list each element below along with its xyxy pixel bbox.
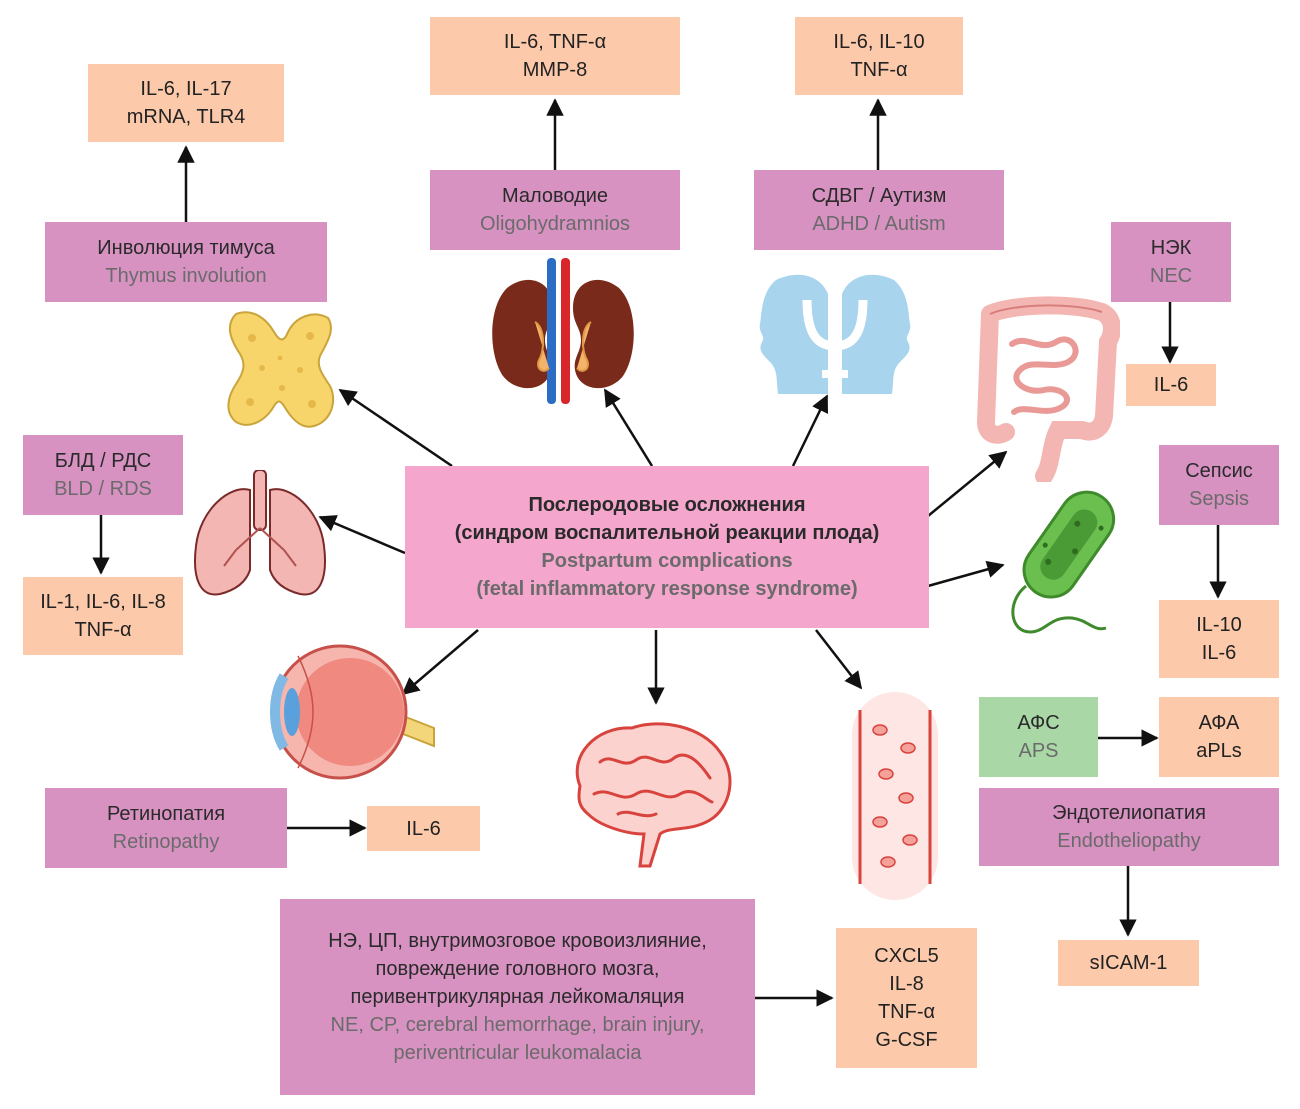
- brain-illustration: [575, 722, 732, 868]
- nec-box: НЭК NEC: [1111, 222, 1231, 302]
- sepsis-markers-box: IL-10 IL-6: [1159, 600, 1279, 678]
- center-ru-line1: Послеродовые осложнения: [528, 494, 806, 516]
- brain-marker-2: IL-8: [889, 973, 924, 995]
- arrow-center-intestine: [927, 450, 1008, 517]
- arrow-center-vessel: [815, 629, 863, 690]
- endo-box: Эндотелиопатия Endotheliopathy: [979, 788, 1279, 866]
- sepsis-ru: Сепсис: [1185, 460, 1253, 482]
- aps-box: АФС APS: [979, 697, 1098, 777]
- nec-en: NEC: [1149, 265, 1193, 287]
- bld-marker-2: TNF-α: [74, 619, 132, 641]
- oligo-markers-box: IL-6, TNF-α MMP-8: [430, 17, 680, 95]
- retino-ru: Ретинопатия: [106, 803, 226, 825]
- thymus-illustration: [227, 311, 335, 428]
- arrow-center-eye: [401, 629, 479, 696]
- center-en-line1: Postpartum complications: [541, 550, 793, 572]
- sepsis-marker-2: IL-6: [1201, 642, 1237, 664]
- brain-ru-line1: НЭ, ЦП, внутримозговое кровоизлияние,: [328, 930, 707, 952]
- bld-box: БЛД / РДС BLD / RDS: [23, 435, 183, 515]
- endo-markers-box: sICAM-1: [1058, 940, 1199, 986]
- adhd-box: СДВГ / Аутизм ADHD / Autism: [754, 170, 1004, 250]
- retino-en: Retinopathy: [112, 831, 220, 853]
- brain-marker-3: TNF-α: [877, 1001, 936, 1023]
- eye-illustration: [270, 644, 435, 780]
- thymus-marker-2: mRNA, TLR4: [126, 106, 246, 128]
- intestine-illustration: [976, 296, 1120, 482]
- arrow-center-kidney: [603, 388, 654, 467]
- aps-ru: АФС: [1017, 712, 1060, 734]
- arrow-center-psi: [791, 394, 829, 467]
- blood-vessel-illustration: [852, 692, 938, 900]
- arrow-center-lungs: [318, 515, 406, 555]
- thymus-markers-box: IL-6, IL-17 mRNA, TLR4: [88, 64, 284, 142]
- brain-markers-box: CXCL5 IL-8 TNF-α G-CSF: [836, 928, 977, 1068]
- arrow-center-bacteria: [927, 560, 1005, 588]
- sepsis-marker-1: IL-10: [1196, 614, 1242, 636]
- oligo-marker-1: IL-6, TNF-α: [503, 31, 607, 53]
- lungs-illustration: [194, 470, 326, 596]
- aps-marker-1: АФА: [1198, 712, 1240, 734]
- adhd-marker-1: IL-6, IL-10: [833, 31, 925, 53]
- brain-en-line2: periventricular leukomalacia: [393, 1042, 642, 1064]
- psi-faces-illustration: [759, 274, 911, 394]
- adhd-ru: СДВГ / Аутизм: [811, 185, 947, 207]
- nec-ru: НЭК: [1150, 237, 1192, 259]
- aps-marker-2: aPLs: [1196, 740, 1242, 762]
- center-en-line2: (fetal inflammatory response syndrome): [476, 578, 858, 600]
- thymus-marker-1: IL-6, IL-17: [140, 78, 232, 100]
- sepsis-en: Sepsis: [1188, 488, 1250, 510]
- aps-markers-box: АФА aPLs: [1159, 697, 1279, 777]
- adhd-markers-box: IL-6, IL-10 TNF-α: [795, 17, 963, 95]
- bacterium-illustration: [1011, 490, 1116, 634]
- sepsis-box: Сепсис Sepsis: [1159, 445, 1279, 525]
- bld-en: BLD / RDS: [54, 478, 152, 500]
- aps-en: APS: [1018, 740, 1059, 762]
- oligo-box: Маловодие Oligohydramnios: [430, 170, 680, 250]
- thymus-en: Thymus involution: [105, 265, 267, 287]
- bld-marker-1: IL-1, IL-6, IL-8: [40, 591, 166, 613]
- bld-ru: БЛД / РДС: [54, 450, 152, 472]
- endo-marker-1: sICAM-1: [1089, 952, 1168, 974]
- oligo-en: Oligohydramnios: [479, 213, 631, 235]
- oligo-marker-2: MMP-8: [522, 59, 588, 81]
- adhd-en: ADHD / Autism: [812, 213, 946, 235]
- brain-marker-4: G-CSF: [875, 1029, 938, 1051]
- brain-marker-1: CXCL5: [874, 945, 939, 967]
- kidney-illustration: [492, 258, 634, 404]
- retino-box: Ретинопатия Retinopathy: [45, 788, 287, 868]
- retino-marker-1: IL-6: [406, 817, 441, 840]
- brain-en-line1: NE, CP, cerebral hemorrhage, brain injur…: [330, 1014, 705, 1036]
- arrow-center-thymus: [338, 388, 453, 468]
- endo-ru: Эндотелиопатия: [1052, 802, 1206, 824]
- center-box: Послеродовые осложнения (синдром воспали…: [405, 466, 929, 628]
- oligo-ru: Маловодие: [501, 185, 609, 207]
- nec-marker-1: IL-6: [1153, 374, 1189, 396]
- brain-ru-line3: перивентрикулярная лейкомаляция: [350, 986, 685, 1008]
- thymus-ru: Инволюция тимуса: [97, 237, 275, 259]
- bld-markers-box: IL-1, IL-6, IL-8 TNF-α: [23, 577, 183, 655]
- adhd-marker-2: TNF-α: [850, 59, 908, 81]
- endo-en: Endotheliopathy: [1057, 830, 1201, 852]
- retino-markers-box: IL-6: [367, 806, 480, 851]
- center-ru-line2: (синдром воспалительной реакции плода): [454, 522, 880, 544]
- brain-ru-line2: повреждение головного мозга,: [375, 958, 660, 980]
- brain-box: НЭ, ЦП, внутримозговое кровоизлияние, по…: [280, 899, 755, 1095]
- thymus-box: Инволюция тимуса Thymus involution: [45, 222, 327, 302]
- nec-markers-box: IL-6: [1126, 364, 1216, 406]
